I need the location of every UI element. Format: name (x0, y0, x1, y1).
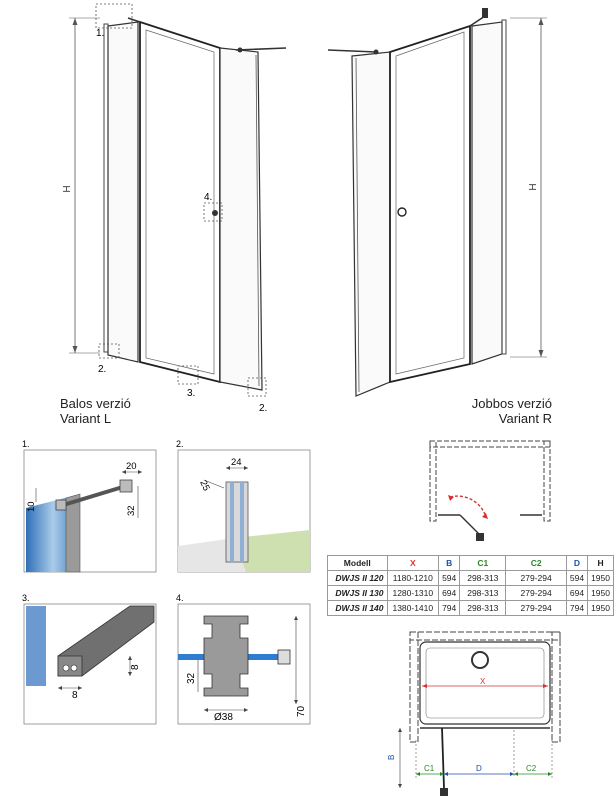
floor-plan: X B C1 D C2 (387, 631, 561, 796)
callout-2-right: 2. (259, 403, 267, 414)
spec-table-header: Modell X B C1 C2 D H (327, 555, 614, 571)
c1-label: C1 (424, 764, 435, 773)
drain-icon (471, 651, 489, 669)
col-model: Modell (327, 555, 388, 571)
detail-3-number: 3. (22, 593, 30, 603)
callout-3: 3. (187, 388, 195, 399)
door-knob-icon-r (397, 207, 407, 217)
b-label: B (387, 755, 396, 760)
col-b: B (438, 555, 461, 571)
callout-1: 1. (96, 28, 104, 39)
col-c2: C2 (505, 555, 567, 571)
x-label: X (480, 677, 486, 686)
detail-1-number: 1. (22, 439, 30, 449)
variant-l-caption-hu: Balos verzió (60, 396, 131, 411)
col-h: H (587, 555, 614, 571)
detail-1: 1. 20 10 32 (22, 439, 157, 573)
shower-tray (419, 641, 551, 725)
door-knob-icon (212, 210, 218, 216)
col-c1: C1 (459, 555, 507, 571)
height-label-r: H (528, 183, 539, 190)
col-d: D (565, 555, 589, 571)
variant-r-drawing: H (327, 8, 547, 397)
table-row: DWJS II 130 1280-1310 694 298-313 279-29… (327, 585, 614, 601)
detail-1-dim-20: 20 (126, 461, 137, 472)
detail-4-dim-diameter: Ø38 (214, 712, 233, 723)
variant-r-caption-hu: Jobbos verzió (471, 396, 552, 411)
detail-4-number: 4. (176, 593, 184, 603)
callout-4: 4. (204, 192, 212, 203)
variant-r-caption: Jobbos verzió Variant R (470, 396, 552, 426)
table-row: DWJS II 120 1180-1210 594 298-313 279-29… (327, 570, 614, 586)
detail-3-dim-height: 8 (130, 664, 141, 670)
table-row: DWJS II 140 1380-1410 794 298-313 279-29… (327, 600, 614, 616)
variant-l-drawing: H 1. 2. 2. 3. 4. (62, 3, 287, 414)
variant-r-caption-en: Variant R (498, 411, 552, 426)
detail-3-dim-width: 8 (72, 690, 78, 701)
callout-2-left: 2. (98, 364, 106, 375)
spec-table: Modell X B C1 C2 D H DWJS II 120 1180-12… (327, 555, 614, 616)
detail-4: 4. 32 70 Ø38 (176, 593, 311, 725)
detail-1-dim-32: 32 (126, 505, 137, 516)
swing-arc-icon (449, 495, 487, 518)
detail-2: 2. 24 25 (176, 439, 311, 573)
detail-2-dim-25: 25 (197, 479, 211, 493)
detail-1-dim-10: 10 (26, 501, 37, 512)
side-panel-l (219, 47, 263, 391)
fixed-panel-r (471, 21, 503, 365)
height-label: H (62, 185, 73, 192)
detail-3: 3. 8 8 (22, 593, 157, 725)
variant-l-caption: Balos verzió Variant L (60, 396, 131, 426)
detail-2-dim-24: 24 (231, 457, 242, 468)
col-x: X (386, 555, 440, 571)
fixed-panel-l (107, 21, 139, 363)
d-label: D (476, 764, 482, 773)
c2-label: C2 (526, 764, 537, 773)
door-swing-plan (429, 440, 551, 541)
door-panel-r (389, 24, 471, 384)
detail-4-dim-70: 70 (296, 705, 307, 717)
detail-2-number: 2. (176, 439, 184, 449)
variant-l-caption-en: Variant L (60, 411, 112, 426)
detail-4-dim-32: 32 (186, 672, 197, 684)
